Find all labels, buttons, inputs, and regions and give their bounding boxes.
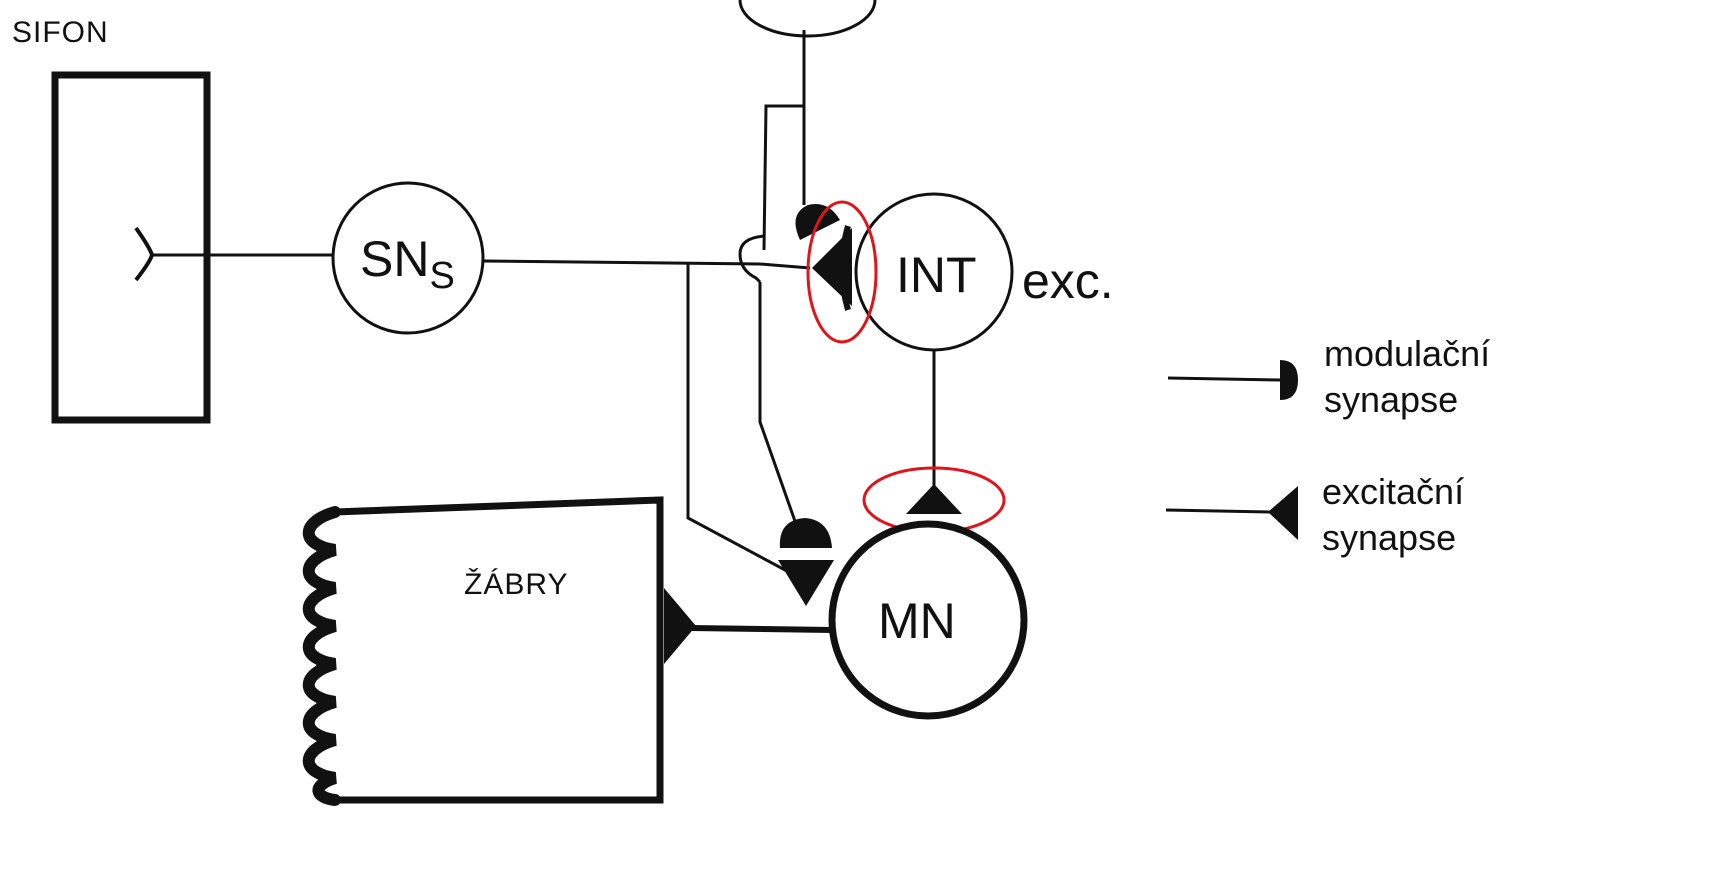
- mn-to-gills-axon: [690, 628, 832, 630]
- sn-main-axon: [483, 261, 760, 264]
- siphon-label: SIFON: [12, 16, 109, 49]
- sensory-neuron-subscript: S: [429, 255, 454, 297]
- legend-modulatory-line1: modulační: [1324, 333, 1490, 374]
- modulatory-neuron-circle: [740, 0, 875, 36]
- sensory-neuron-main: SN: [360, 231, 429, 287]
- int-mn-excitatory-synapse: [906, 484, 962, 514]
- modulatory-synapse-mn: [780, 518, 832, 548]
- mn-gills-synapse: [664, 588, 696, 664]
- interneuron-label: INT: [896, 247, 977, 303]
- legend-excitatory-symbol: [1268, 486, 1298, 540]
- legend-modulatory-line2: synapse: [1324, 379, 1458, 420]
- axon-crossing-bridge: [740, 236, 764, 282]
- legend-modulatory-symbol: [1280, 360, 1298, 400]
- gills-label: ŽÁBRY: [464, 568, 568, 601]
- legend-excitatory-line: [1166, 510, 1270, 512]
- legend-excitatory-line1: excitační: [1322, 471, 1464, 512]
- sensory-ending-mark: [136, 228, 152, 280]
- sn-mn-excitatory-synapse: [778, 560, 834, 606]
- gills-wavy-edge: [309, 512, 335, 800]
- gills-box-outline: [335, 500, 660, 800]
- interneuron-excitatory-note: exc.: [1022, 253, 1114, 309]
- motor-neuron-label: MN: [878, 593, 956, 649]
- sn-to-int-axon: [760, 264, 810, 268]
- modulatory-to-mn-axon: [760, 282, 796, 524]
- siphon-box: [55, 75, 207, 420]
- legend-modulatory-line: [1168, 378, 1280, 380]
- legend-excitatory-line2: synapse: [1322, 517, 1456, 558]
